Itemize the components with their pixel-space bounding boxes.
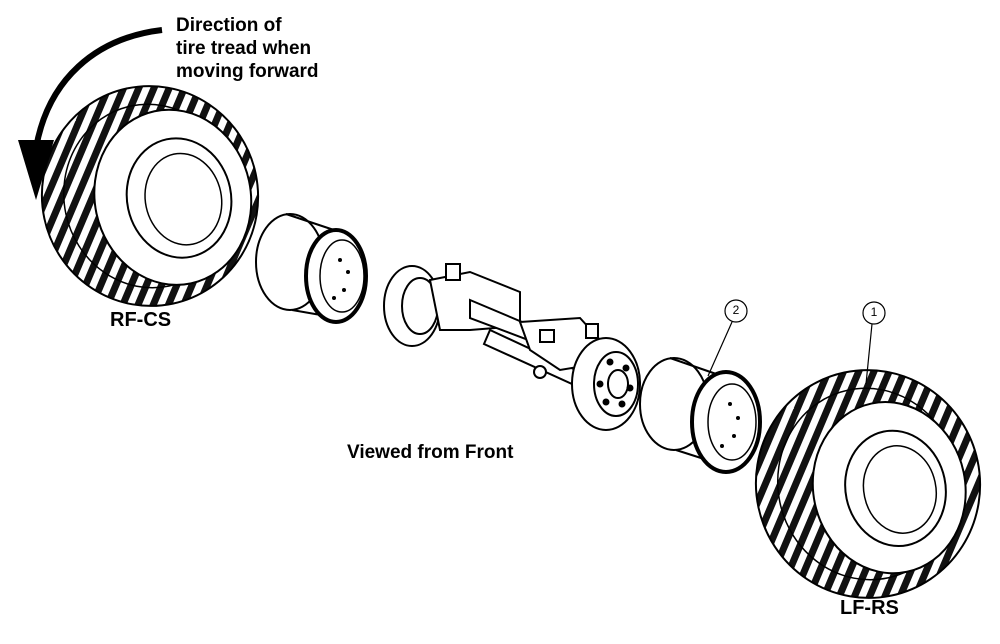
right-wheel-rim xyxy=(639,357,762,474)
direction-note: Direction of tire tread when moving forw… xyxy=(176,15,319,82)
view-caption: Viewed from Front xyxy=(347,442,514,463)
callout-2-marker xyxy=(707,299,748,377)
callout-1-number: 1 xyxy=(870,305,878,319)
callout-1-marker xyxy=(862,301,886,385)
left-wheel-rim xyxy=(255,213,368,324)
rf-cs-label: RF-CS xyxy=(110,309,172,331)
lf-rs-label: LF-RS xyxy=(840,597,899,619)
right-front-tire xyxy=(40,85,260,307)
axle-assembly xyxy=(383,263,641,431)
left-front-tire xyxy=(754,369,982,599)
rotation-arrow-icon xyxy=(18,27,163,200)
callout-2-number: 2 xyxy=(732,303,740,317)
